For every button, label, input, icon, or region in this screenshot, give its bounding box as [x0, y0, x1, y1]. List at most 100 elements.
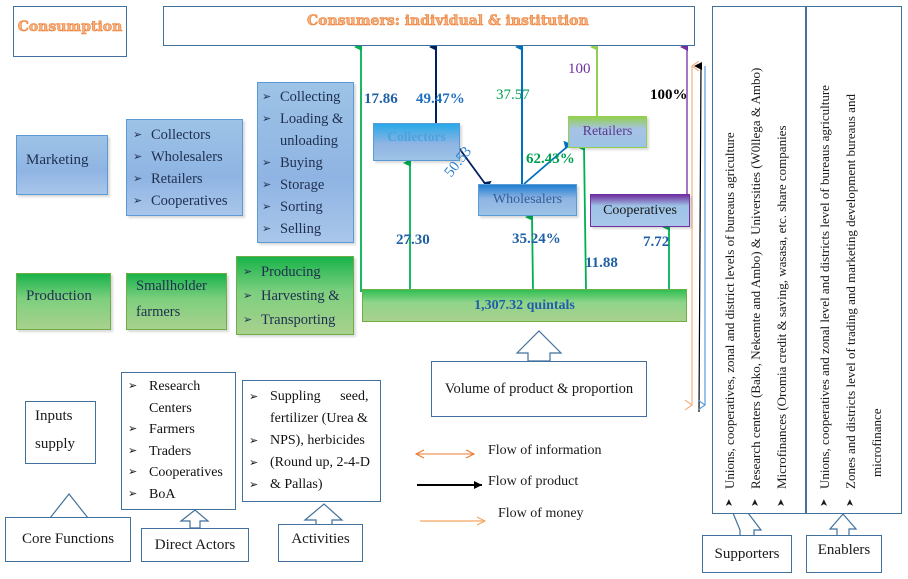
value-farm-to-cooperatives: 7.72 [643, 234, 670, 250]
legend-product-label: Flow of product [488, 474, 579, 489]
production-label: Production [26, 288, 92, 304]
node-cooperatives-label: Cooperatives [603, 202, 677, 218]
list-item: Unions, cooperatives and zonal level and… [812, 85, 838, 507]
total-volume-label: 1,307.32 quintals [474, 297, 575, 313]
arrow-farm-to-retailers [577, 142, 587, 290]
inputs-label-line2: supply [35, 436, 76, 452]
value-collectors-to-consumer: 49.47% [416, 91, 465, 107]
production-actors-line1: Smallholder [136, 278, 207, 294]
block-arrow-volume [515, 330, 563, 362]
value-wholesaler-to-consumer: 37.57 [496, 87, 530, 103]
block-arrow-enablers [828, 513, 858, 537]
arrow-collectors-to-wholesalers [458, 147, 492, 189]
list-item: Loading & [260, 108, 353, 130]
enablers-label: Enablers [817, 542, 871, 558]
production-actors-line2: farmers [136, 304, 181, 320]
enablers-list: Unions, cooperatives and zonal level and… [812, 85, 890, 507]
marketing-activities-box: Collecting Loading & unloading Buying St… [257, 82, 354, 243]
direct-actors-label-box: Direct Actors [141, 528, 249, 562]
list-item: microfinance [869, 408, 884, 477]
legend-information-label: Flow of information [488, 443, 602, 458]
list-item: Research centers (Bako, Nekemte and Ambo… [743, 68, 769, 507]
value-retailers-to-consumer: 100 [568, 61, 591, 77]
list-item: Zones and districts level of trading and… [838, 85, 864, 507]
list-item: Wholesalers [131, 146, 242, 168]
inputs-label-line1: Inputs [35, 408, 73, 424]
list-item: Traders [125, 441, 235, 463]
enablers-label-box: Enablers [806, 535, 882, 573]
list-item: Transporting [241, 308, 353, 332]
list-item: Harvesting & [241, 284, 353, 308]
node-collectors: Collectors [373, 123, 460, 161]
node-cooperatives: Cooperatives [590, 194, 690, 227]
value-farm-to-collectors: 27.30 [396, 232, 430, 248]
supporters-list-items: Unions, cooperatives, zonal and district… [717, 68, 795, 507]
marketing-actors-list: Collectors Wholesalers Retailers Coopera… [131, 124, 242, 212]
value-wholesalers-to-retailers: 62.43% [526, 151, 575, 167]
production-activities-list: Producing Harvesting & Transporting [241, 260, 353, 332]
consumers-label: Consumers: individual & institution [307, 13, 589, 30]
production-level-box: Production [16, 273, 111, 330]
node-collectors-label: Collectors [387, 129, 446, 144]
list-item: Centers [149, 400, 192, 416]
marketing-actors-box: Collectors Wholesalers Retailers Coopera… [126, 119, 243, 216]
marketing-level-box: Marketing [16, 135, 108, 195]
list-item: NPS), herbicides [246, 430, 376, 452]
supporters-list: Unions, cooperatives, zonal and district… [717, 68, 795, 507]
list-item: (Round up, 2-4-D [246, 452, 376, 474]
supporters-label: Supporters [714, 545, 780, 562]
list-item: fertilizer (Urea & [270, 411, 368, 426]
list-item: & Pallas) [246, 474, 376, 496]
consumers-box: Consumers: individual & institution [163, 6, 695, 46]
arrow-wholesalers-to-retailers [523, 140, 572, 185]
list-item: Suppling seed, [246, 386, 376, 408]
value-farm-to-wholesalers: 35.24% [512, 231, 561, 247]
production-activities-box: Producing Harvesting & Transporting [236, 256, 354, 335]
list-item: Buying [260, 152, 353, 174]
list-item: Unions, cooperatives, zonal and district… [717, 68, 743, 507]
node-retailers: Retailers [568, 116, 647, 148]
direct-actors-label: Direct Actors [154, 536, 236, 553]
value-farm-to-retailers: 11.88 [585, 255, 618, 271]
block-arrow-activities [303, 503, 344, 526]
consumption-level-box: Consumption [13, 6, 127, 57]
block-arrow-supporters [732, 512, 763, 538]
list-item: BoA [125, 484, 235, 506]
list-item: Retailers [131, 168, 242, 190]
list-item: Collecting [260, 86, 353, 108]
node-wholesalers: Wholesalers [478, 184, 577, 216]
list-item: Selling [260, 218, 353, 240]
inputs-activities-box: Suppling seed, fertilizer (Urea & NPS), … [242, 380, 381, 502]
list-item: Microfinances (Oromia credit & saving, w… [769, 68, 795, 507]
list-item: Farmers [125, 419, 235, 441]
marketing-label: Marketing [26, 152, 89, 168]
core-functions-label: Core Functions [21, 531, 115, 547]
list-item: Producing [241, 260, 353, 284]
value-cooperatives-to-consumer: 100% [650, 87, 688, 103]
list-item: Cooperatives [125, 462, 235, 484]
inputs-level-box: Inputs supply [25, 401, 96, 464]
list-item: Research [125, 376, 235, 398]
list-item: Storage [260, 174, 353, 196]
legend-money-label: Flow of money [498, 506, 584, 521]
volume-label: Volume of product & proportion [444, 380, 634, 397]
marketing-activities-list: Collecting Loading & unloading Buying St… [260, 86, 353, 240]
arrow-product-flow [694, 62, 703, 413]
list-item: Sorting [260, 196, 353, 218]
block-arrow-direct-actors [179, 509, 210, 529]
value-farm-to-consumer: 17.86 [364, 91, 398, 107]
list-item: Collectors [131, 124, 242, 146]
production-actors-box: Smallholder farmers [126, 273, 227, 330]
activities-label-box: Activities [278, 524, 363, 562]
consumption-label: Consumption [17, 19, 123, 36]
inputs-actors-box: Research Centers Farmers Traders Coopera… [121, 372, 236, 510]
arrow-farm-to-wholesalers [525, 212, 534, 290]
list-item: Cooperatives [131, 190, 242, 212]
node-wholesalers-label: Wholesalers [492, 192, 563, 207]
list-item: unloading [280, 133, 338, 149]
inputs-activities-list: Suppling seed, fertilizer (Urea & NPS), … [246, 386, 376, 496]
activities-label: Activities [291, 531, 350, 547]
node-retailers-label: Retailers [582, 124, 633, 139]
inputs-actors-list: Research Centers Farmers Traders Coopera… [125, 376, 235, 505]
